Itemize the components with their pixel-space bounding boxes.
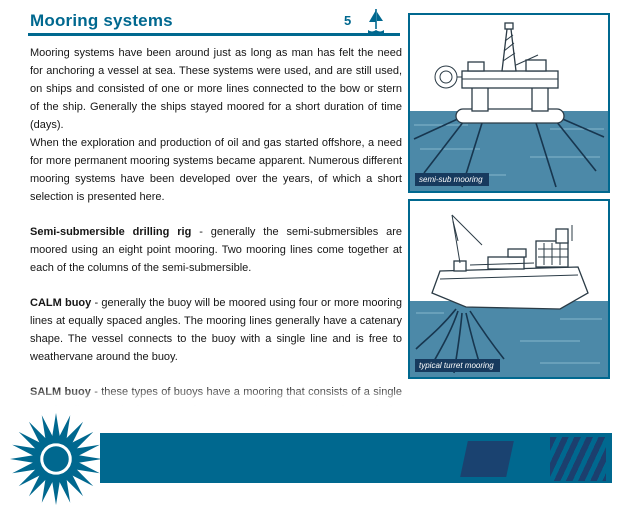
figure-caption: typical turret mooring: [415, 359, 500, 372]
title-rule: [28, 33, 400, 36]
section-salm-buoy: SALM buoy - these types of buoys have a …: [30, 383, 402, 408]
turret-tanker-illustration: [410, 214, 608, 377]
banner-decoration-icon: [460, 441, 514, 477]
section-lead: CALM buoy: [30, 297, 92, 309]
semi-sub-illustration: [410, 22, 608, 191]
section-calm-buoy: CALM buoy - generally the buoy will be m…: [30, 294, 402, 366]
sailboat-pennant-icon: [366, 7, 386, 40]
section-text: - generally the buoy will be moored usin…: [30, 297, 402, 363]
sunburst-logo: [7, 410, 105, 506]
figure-semi-sub-mooring: semi-sub mooring: [408, 13, 610, 193]
page-number: 5: [344, 13, 352, 28]
banner-decoration-striped-icon: [550, 437, 606, 481]
section-semi-submersible: Semi-submersible drilling rig - generall…: [30, 223, 402, 277]
paragraph-intro-1: Mooring systems have been around just as…: [30, 47, 402, 131]
page-title: Mooring systems: [30, 11, 173, 30]
section-text: - generally the semi-submersibles are mo…: [30, 226, 402, 274]
section-lead: Semi-submersible drilling rig: [30, 226, 192, 238]
figure-turret-mooring: typical turret mooring: [408, 199, 610, 379]
body-text-column: Mooring systems have been around just as…: [30, 44, 402, 408]
footer-banner: [100, 433, 612, 483]
figure-caption: semi-sub mooring: [415, 173, 489, 186]
section-lead: SALM buoy: [30, 386, 91, 398]
paragraph-intro-2: When the exploration and production of o…: [30, 137, 402, 203]
